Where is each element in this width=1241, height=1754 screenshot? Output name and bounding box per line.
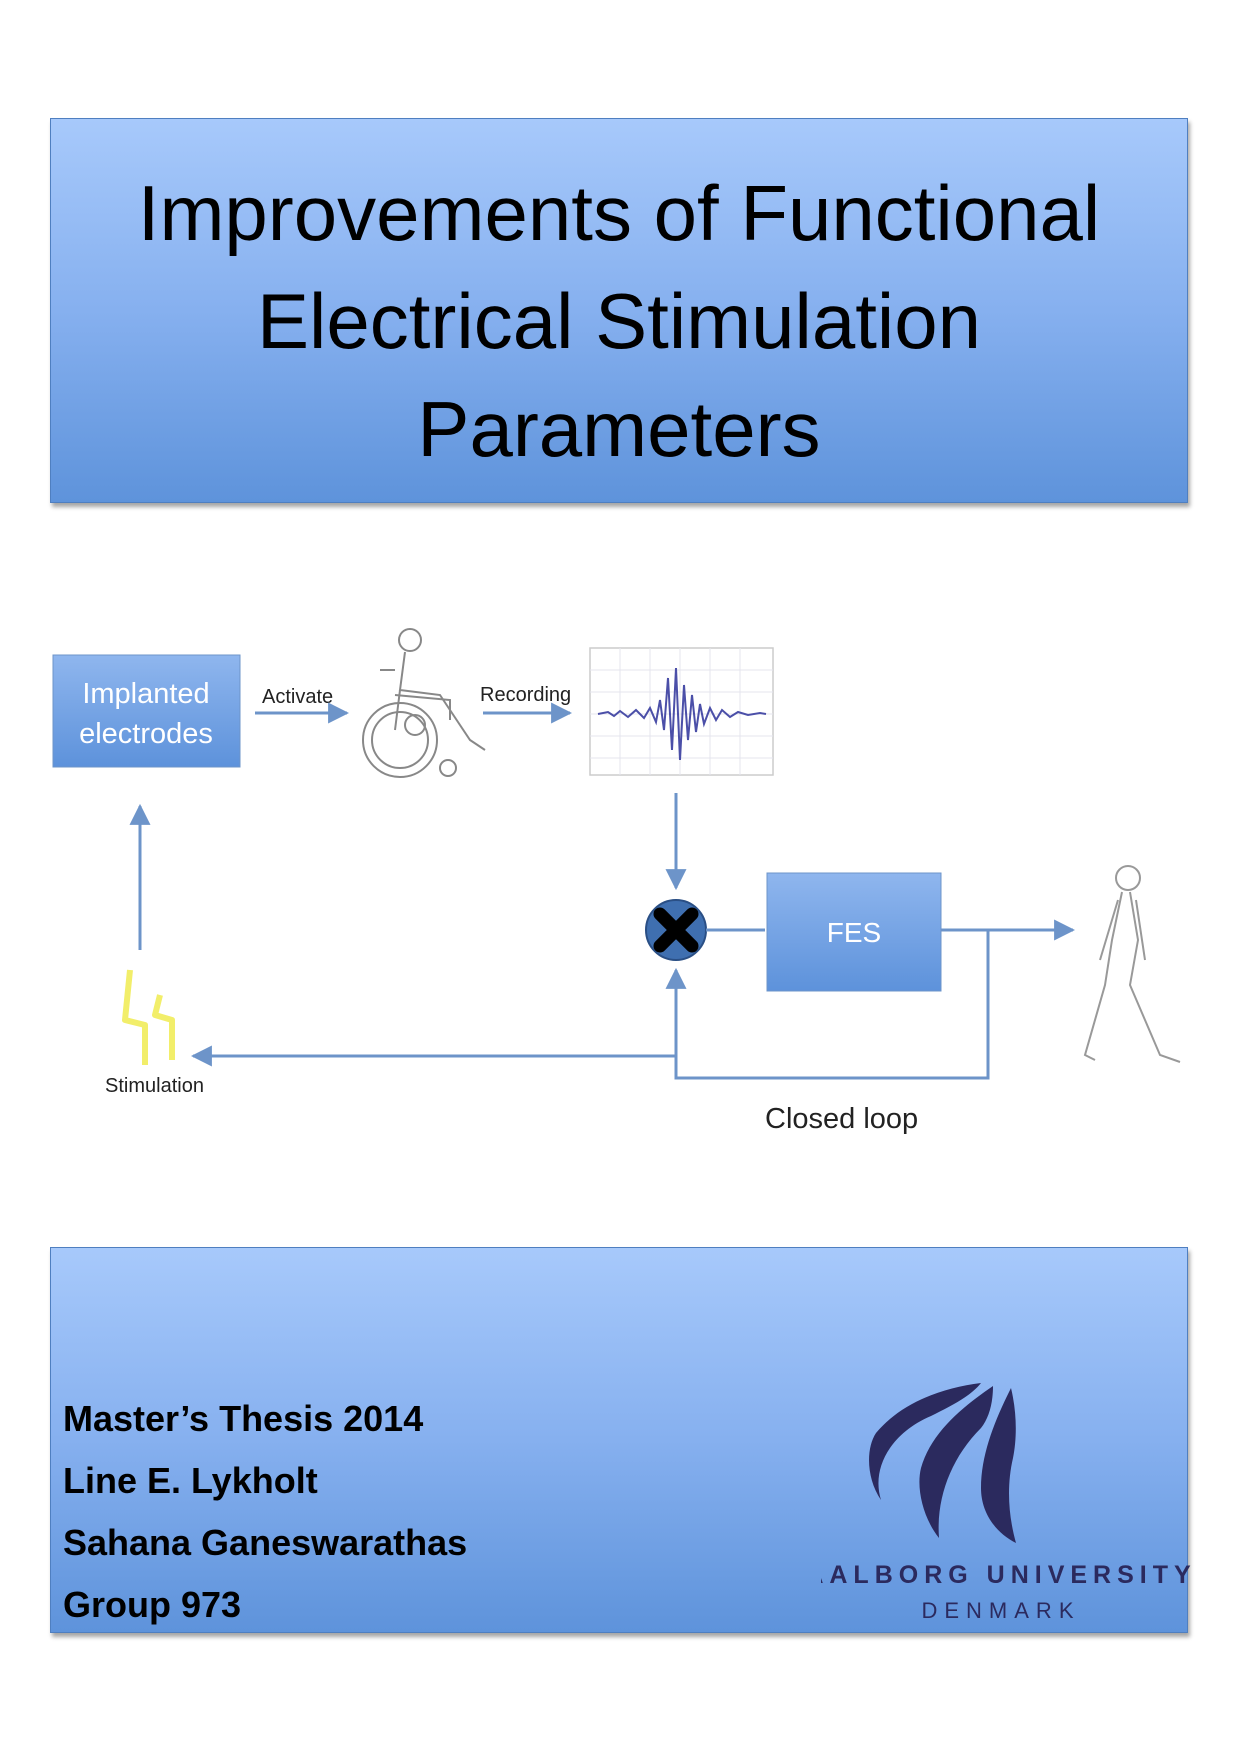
university-country: DENMARK — [921, 1598, 1080, 1618]
aalborg-university-logo: AALBORG UNIVERSITY DENMARK — [821, 1383, 1191, 1618]
aau-wave-emblem-icon — [869, 1383, 1016, 1543]
title-line-1: Improvements of Functional — [137, 169, 1101, 257]
fes-label: FES — [827, 917, 881, 948]
walking-person-icon — [1083, 865, 1181, 1063]
author-1: Line E. Lykholt — [63, 1460, 318, 1501]
recording-label: Recording — [480, 684, 571, 706]
thesis-info: Master’s Thesis 2014 Line E. Lykholt Sah… — [63, 1388, 467, 1636]
title-banner: Improvements of Functional Electrical St… — [50, 118, 1188, 503]
group-number: Group 973 — [63, 1584, 242, 1625]
author-banner: Master’s Thesis 2014 Line E. Lykholt Sah… — [50, 1247, 1191, 1636]
closed-loop-feedback-path — [665, 930, 990, 1080]
title-line-3: Parameters — [417, 385, 821, 473]
fes-closed-loop-diagram: Implanted electrodes Activate Recording — [52, 628, 1181, 1135]
title-line-2: Electrical Stimulation — [257, 277, 981, 365]
lightning-bolt-icon — [122, 969, 175, 1065]
closed-loop-label: Closed loop — [765, 1103, 918, 1135]
thesis-type: Master’s Thesis 2014 — [63, 1398, 424, 1439]
document-title: Improvements of Functional Electrical St… — [51, 159, 1187, 483]
author-2: Sahana Ganeswarathas — [63, 1522, 468, 1563]
implanted-electrodes-box: Implanted electrodes — [52, 654, 241, 768]
stimulation-label: Stimulation — [105, 1075, 204, 1097]
wheelchair-person-icon — [362, 628, 486, 778]
implanted-label-1: Implanted — [82, 678, 209, 710]
university-name: AALBORG UNIVERSITY — [821, 1561, 1191, 1589]
fes-box: FES — [766, 872, 942, 992]
summing-junction-icon — [645, 899, 707, 961]
activate-label: Activate — [262, 686, 333, 708]
implanted-label-2: electrodes — [79, 718, 213, 750]
emg-signal-plot — [589, 647, 774, 776]
